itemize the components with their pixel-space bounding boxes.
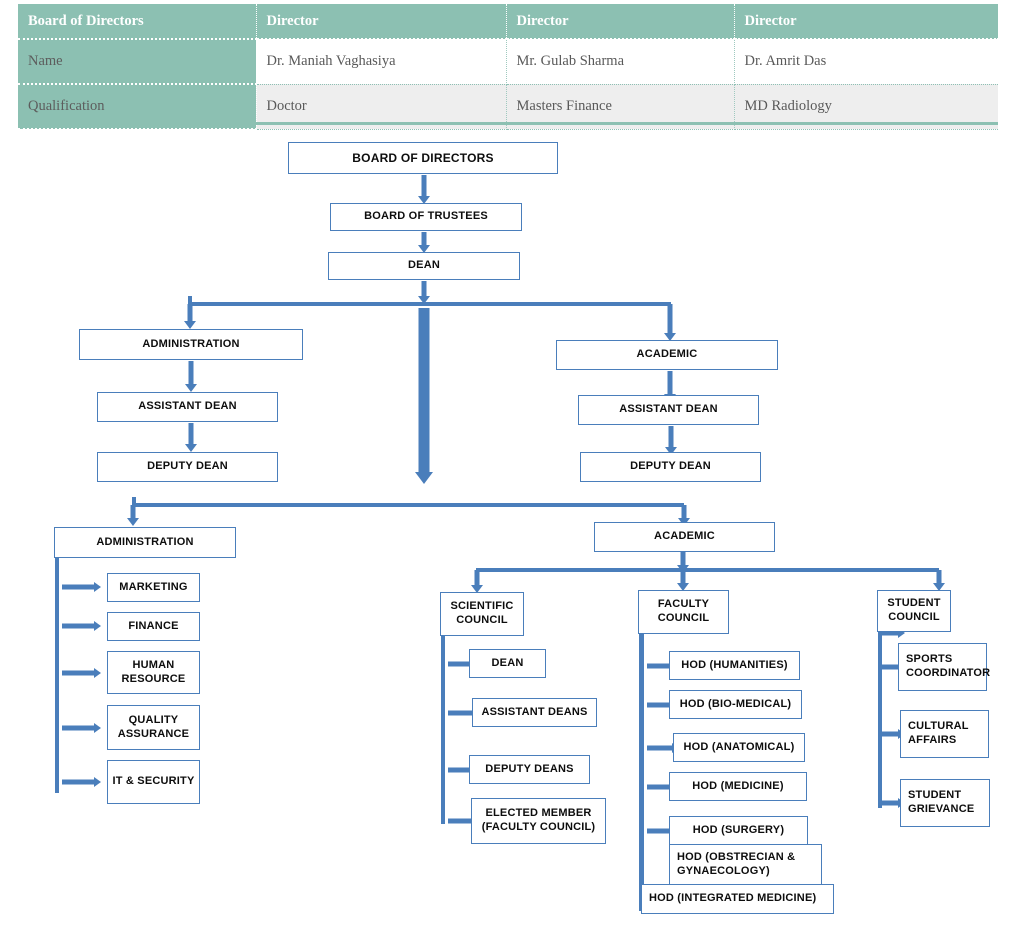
node-it-security[interactable]: IT & SECURITY (107, 760, 200, 804)
table-row-qualification: Qualification Doctor Masters Finance MD … (18, 84, 998, 130)
node-academic-assistant-dean[interactable]: ASSISTANT DEAN (578, 395, 759, 425)
board-of-directors-table: Board of Directors Director Director Dir… (18, 4, 999, 130)
node-administration-upper[interactable]: ADMINISTRATION (79, 329, 303, 360)
node-academic-deputy-dean[interactable]: DEPUTY DEAN (580, 452, 761, 482)
node-administration-assistant-dean[interactable]: ASSISTANT DEAN (97, 392, 278, 422)
node-hod-anatomical[interactable]: HOD (ANATOMICAL) (673, 733, 805, 762)
arrow-dean-to-branch (411, 281, 437, 305)
node-sc-elected-member[interactable]: ELECTED MEMBER (FACULTY COUNCIL) (471, 798, 606, 844)
arrow-directors-to-trustees (411, 175, 437, 205)
branch-bar-dean (188, 302, 671, 306)
row-label-name: Name (18, 39, 257, 85)
branch-bar-dean-left-tick (188, 296, 192, 306)
node-human-resource[interactable]: HUMAN RESOURCE (107, 651, 200, 694)
cell-name-director-2: Mr. Gulab Sharma (506, 39, 735, 85)
arrow-to-quality-assurance (62, 705, 104, 750)
arrow-assistant-to-deputy-dean-admin (178, 423, 204, 453)
cell-qualification-director-1: Doctor (256, 84, 507, 130)
table-bottom-rule (18, 122, 998, 125)
node-administration-lower[interactable]: ADMINISTRATION (54, 527, 236, 558)
arrow-student-council-tick (878, 626, 906, 640)
node-scientific-council[interactable]: SCIENTIFIC COUNCIL (440, 592, 524, 636)
spine-scientific-council (441, 634, 445, 824)
cell-qualification-director-3: MD Radiology (734, 84, 998, 130)
node-administration-deputy-dean[interactable]: DEPUTY DEAN (97, 452, 278, 482)
node-finance[interactable]: FINANCE (107, 612, 200, 641)
node-hod-integrated-medicine[interactable]: HOD (INTEGRATED MEDICINE) (641, 884, 834, 914)
table-header-board-of-directors: Board of Directors (18, 4, 257, 40)
node-student-grievance[interactable]: STUDENT GRIEVANCE (900, 779, 990, 827)
arrow-trustees-to-dean (411, 232, 437, 254)
arrow-to-faculty-council (673, 570, 693, 592)
node-academic-upper[interactable]: ACADEMIC (556, 340, 778, 370)
node-sc-assistant-deans[interactable]: ASSISTANT DEANS (472, 698, 597, 727)
node-board-of-trustees[interactable]: BOARD OF TRUSTEES (330, 203, 522, 231)
spine-administration (55, 557, 59, 793)
node-hod-obstrecian-gynaecology[interactable]: HOD (OBSTRECIAN & GYNAECOLOGY) (669, 844, 822, 886)
arrow-to-it-security (62, 760, 104, 804)
node-quality-assurance[interactable]: QUALITY ASSURANCE (107, 705, 200, 750)
table-header-director-1: Director (256, 4, 507, 40)
arrow-to-human-resource (62, 651, 104, 694)
node-board-of-directors[interactable]: BOARD OF DIRECTORS (288, 142, 558, 174)
cell-name-director-1: Dr. Maniah Vaghasiya (256, 39, 507, 85)
arrow-to-scientific-council (467, 570, 487, 594)
node-academic-lower[interactable]: ACADEMIC (594, 522, 775, 552)
table-header-row: Board of Directors Director Director Dir… (18, 4, 999, 40)
node-hod-bio-medical[interactable]: HOD (BIO-MEDICAL) (669, 690, 802, 719)
arrow-lower-to-administration (122, 505, 144, 527)
arrow-to-finance (62, 612, 104, 640)
node-hod-humanities[interactable]: HOD (HUMANITIES) (669, 651, 800, 680)
arrow-to-student-council (929, 570, 949, 592)
cell-qualification-director-2: Masters Finance (506, 84, 735, 130)
arrow-assistant-to-deputy-dean-academic (658, 426, 684, 456)
node-student-council[interactable]: STUDENT COUNCIL (877, 590, 951, 632)
arrow-academic-lower-down (672, 552, 694, 574)
table-header-director-2: Director (506, 4, 735, 40)
spine-student-council (878, 630, 882, 808)
node-sc-deputy-deans[interactable]: DEPUTY DEANS (469, 755, 590, 784)
cell-name-director-3: Dr. Amrit Das (734, 39, 998, 85)
table-row-name: Name Dr. Maniah Vaghasiya Mr. Gulab Shar… (18, 39, 998, 85)
node-hod-surgery[interactable]: HOD (SURGERY) (669, 816, 808, 845)
arrow-to-marketing (62, 573, 104, 601)
branch-bar-lower-left-tick (132, 497, 136, 507)
node-cultural-affairs[interactable]: CULTURAL AFFAIRS (900, 710, 989, 758)
node-faculty-council[interactable]: FACULTY COUNCIL (638, 590, 729, 634)
arrow-branch-to-academic (657, 304, 683, 342)
arrow-administration-to-assistant-dean (178, 361, 204, 393)
node-hod-medicine[interactable]: HOD (MEDICINE) (669, 772, 807, 801)
table-header-director-3: Director (734, 4, 999, 40)
branch-bar-academic-lower (476, 568, 939, 572)
arrow-dean-to-lower-level (408, 308, 440, 484)
node-sc-dean[interactable]: DEAN (469, 649, 546, 678)
node-dean[interactable]: DEAN (328, 252, 520, 280)
spine-faculty-council (639, 632, 644, 911)
node-sports-coordinator[interactable]: SPORTS COORDINATOR (898, 643, 990, 691)
branch-bar-lower (132, 503, 684, 507)
node-marketing[interactable]: MARKETING (107, 573, 200, 602)
arrow-branch-to-administration (177, 304, 203, 330)
